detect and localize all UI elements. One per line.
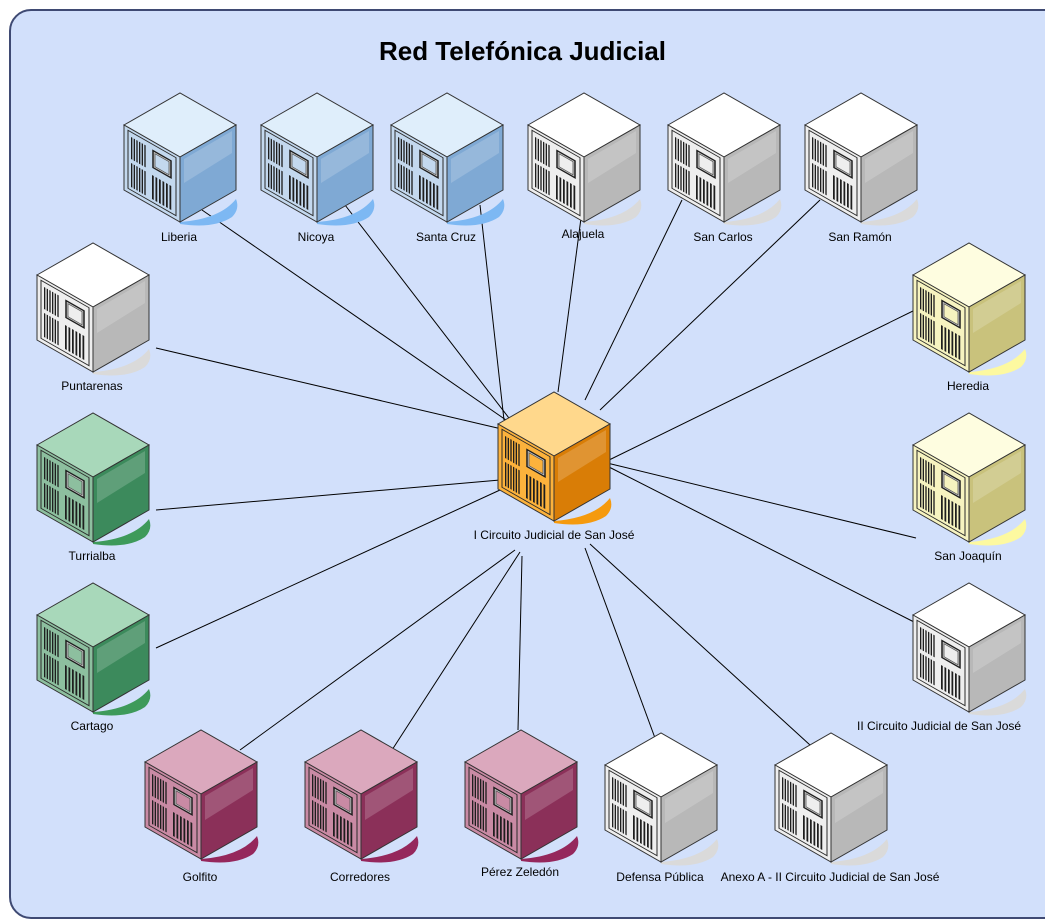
link-san-joaquin [606,462,917,539]
node-label-puntarenas: Puntarenas [61,379,122,393]
node-alajuela-server-icon [526,92,642,226]
node-label-nicoya: Nicoya [298,230,335,244]
node-puntarenas-server-icon [35,242,151,376]
link-golfito [239,549,516,751]
link-perez-zeledon [517,555,523,731]
link-anexo-a-ii-circuito-judicial-de-san-jose [589,543,811,746]
link-puntarenas [155,347,507,431]
node-san-joaquin-server-icon [911,412,1027,546]
diagram-title: Red Telefónica Judicial [378,36,667,66]
node-golfito-server-icon [143,729,259,863]
link-san-ramon [599,199,821,411]
link-defensa-publica [584,547,656,739]
link-san-carlos [584,199,683,401]
node-nicoya-server-icon [259,92,375,226]
hub-server-icon [496,391,612,525]
node-label-corredores: Corredores [330,870,390,884]
node-label-turrialba: Turrialba [69,549,116,563]
node-label-alajuela: Alajuela [562,227,605,241]
network-diagram: Liberia Nicoya Santa Cruz Alajuela San Carlo… [35,92,1027,884]
node-label-cartago: Cartago [71,719,114,733]
node-label-defensa-publica: Defensa Pública [616,870,704,884]
node-heredia-server-icon [911,242,1027,376]
hub-label: I Circuito Judicial de San José [474,528,635,542]
node-perez-zeledon-server-icon [463,729,579,863]
link-ii-circuito-judicial-de-san-jose [606,465,917,624]
node-defensa-publica-server-icon [603,732,719,866]
link-corredores [391,551,521,751]
node-label-golfito: Golfito [183,870,218,884]
node-cartago-server-icon [35,582,151,716]
link-alajuela [557,202,584,393]
node-label-ii-circuito-judicial-de-san-jose: II Circuito Judicial de San José [857,719,1021,733]
node-anexo-a-ii-circuito-judicial-de-san-jose-server-icon [773,732,889,866]
node-san-carlos-server-icon [666,92,782,226]
node-label-heredia: Heredia [947,379,989,393]
node-label-anexo-a-ii-circuito-judicial-de-san-jose: Anexo A - II Circuito Judicial de San Jo… [721,870,940,884]
link-liberia [201,209,507,421]
node-label-san-ramon: San Ramón [828,230,891,244]
node-label-san-carlos: San Carlos [693,230,752,244]
link-cartago [155,489,501,649]
link-nicoya [344,204,513,423]
node-label-liberia: Liberia [161,230,197,244]
node-label-san-joaquin: San Joaquín [934,549,1001,563]
node-label-perez-zeledon: Pérez Zeledón [481,865,559,879]
node-san-ramon-server-icon [803,92,919,226]
link-heredia [604,309,916,463]
link-santa-cruz [479,204,505,421]
link-turrialba [155,479,501,511]
node-corredores-server-icon [303,729,419,863]
node-turrialba-server-icon [35,412,151,546]
node-liberia-server-icon [122,92,238,226]
node-ii-circuito-judicial-de-san-jose-server-icon [911,582,1027,716]
node-santa-cruz-server-icon [389,92,505,226]
node-label-santa-cruz: Santa Cruz [416,230,476,244]
